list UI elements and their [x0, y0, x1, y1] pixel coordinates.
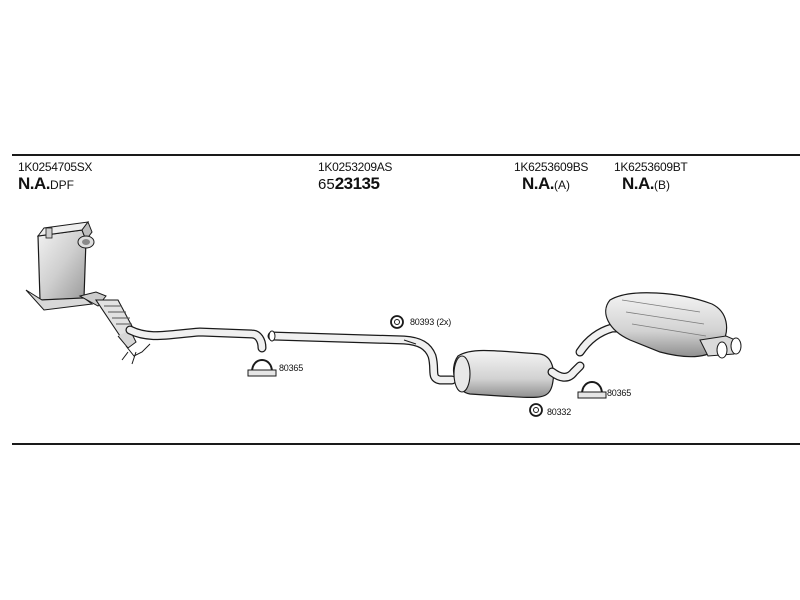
- rear-silencer: [575, 292, 742, 359]
- part-number: 1K6253609BS: [514, 160, 589, 174]
- part-code: 6523135: [318, 174, 380, 193]
- u-clamp-icon: [577, 381, 607, 399]
- part-label-intermediate-pipe: 1K0253209AS 6523135: [318, 160, 392, 195]
- callout-clamp-rear: 80365: [607, 388, 632, 398]
- callout-ring-middle: 80393 (2x): [410, 317, 452, 327]
- middle-silencer: [453, 349, 585, 399]
- top-divider: [12, 154, 800, 156]
- intermediate-pipe: [267, 330, 457, 385]
- callout-clamp-front: 80365: [279, 363, 304, 373]
- part-label-rear-silencer-a: 1K6253609BS N.A.(A): [514, 160, 588, 195]
- part-code: N.A.(B): [622, 174, 670, 193]
- part-number: 1K0253209AS: [318, 160, 393, 174]
- gasket-ring-icon: [390, 315, 404, 329]
- callout-ring-rear: 80332: [547, 407, 572, 417]
- gasket-ring-icon: [529, 403, 543, 417]
- part-number: 1K6253609BT: [614, 160, 688, 174]
- part-code: N.A.(A): [522, 174, 570, 193]
- bottom-divider: [12, 443, 800, 445]
- part-code: N.A.DPF: [18, 174, 74, 193]
- part-number: 1K0254705SX: [18, 160, 93, 174]
- dpf-assembly: [25, 220, 267, 365]
- u-clamp-icon: [247, 359, 277, 377]
- part-label-rear-silencer-b: 1K6253609BT N.A.(B): [614, 160, 688, 195]
- part-label-dpf: 1K0254705SX N.A.DPF: [18, 160, 92, 195]
